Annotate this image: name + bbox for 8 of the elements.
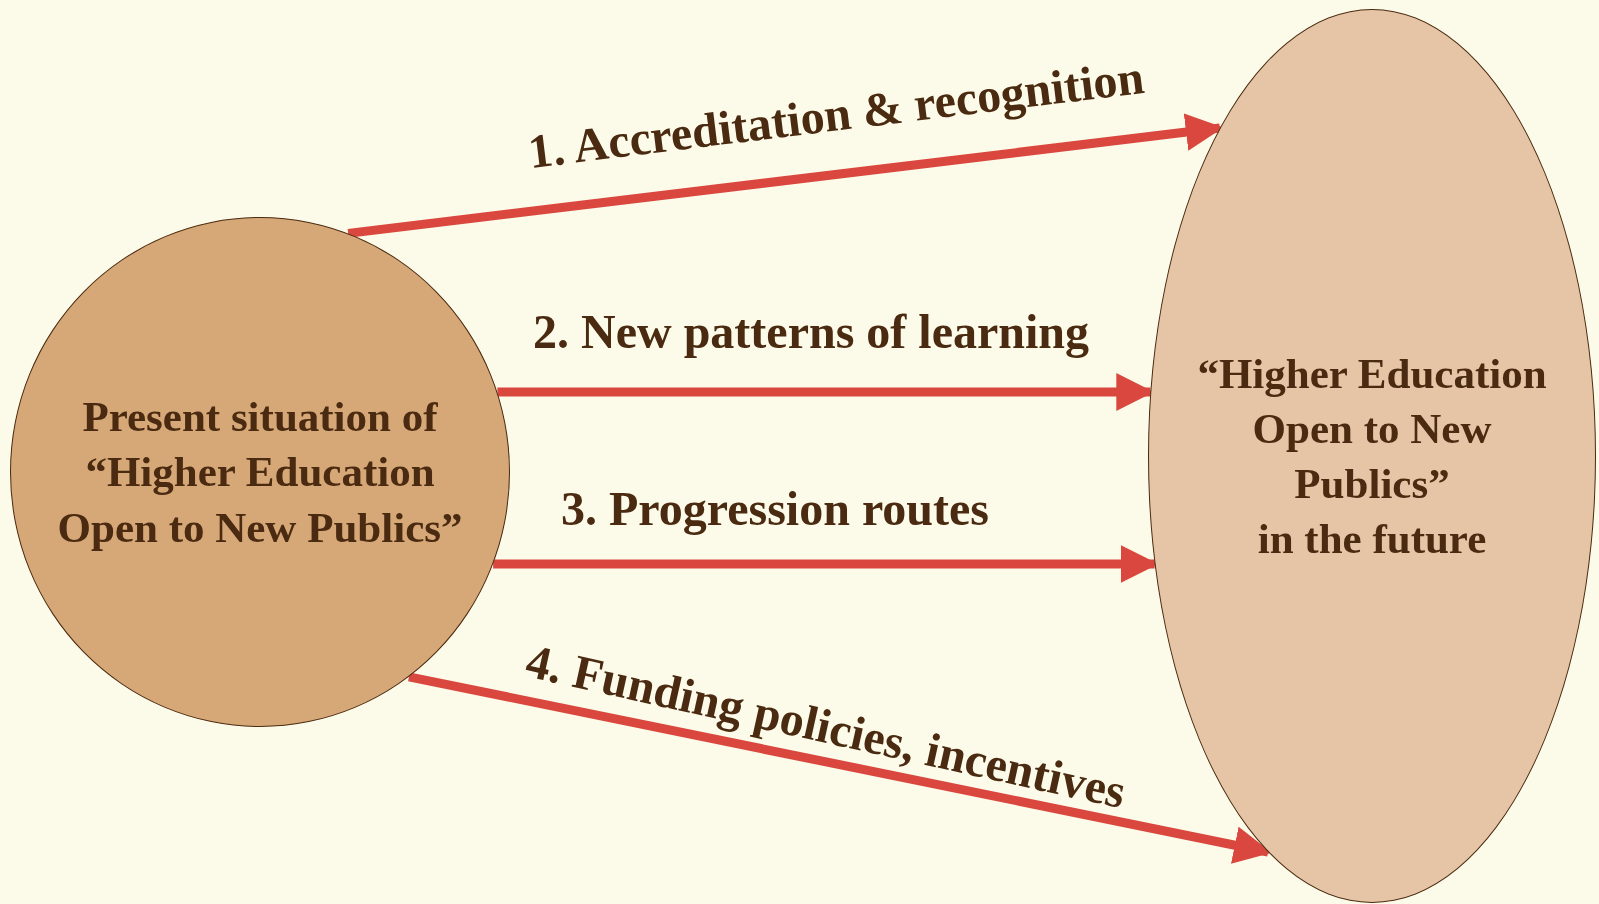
node-text: Present situation of “Higher Education Open to New Publics”: [56, 392, 464, 553]
edge-label: 3. Progression routes: [561, 480, 989, 536]
arrow: [408, 672, 1272, 864]
edge-label: 2. New patterns of learning: [533, 303, 1089, 359]
edge-label: 1. Accreditation & recognition: [525, 48, 1147, 180]
node-text: “Higher Education Open to New Publics”: [1196, 348, 1548, 509]
node-text: in the future: [1256, 514, 1488, 565]
edge-label: 4. Funding policies, incentives: [521, 632, 1131, 820]
